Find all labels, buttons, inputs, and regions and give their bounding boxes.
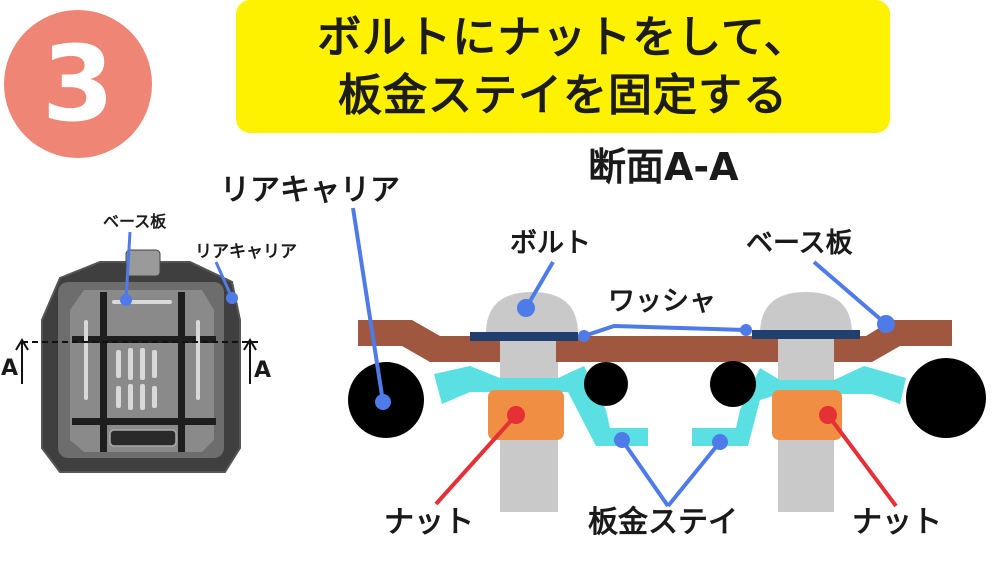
section-label: 断面A-A [588,145,739,189]
washer-left [470,332,578,341]
carrier-tube-inner-left [584,362,628,406]
title-line-1: ボルトにナットをして、 [317,11,809,63]
title-banner: ボルトにナットをして、 板金ステイを固定する [236,0,890,133]
red-leaders [434,413,898,508]
section-mark-left: A [1,356,19,381]
label-washer: ワッシャ [608,286,716,317]
blue-leaders [351,207,888,508]
label-nut-left: ナット [384,505,474,540]
washer-right [752,330,860,339]
title-line-2: 板金ステイを固定する [338,69,788,121]
photo-label-base-plate: ベース板 [103,212,167,231]
carrier-tube-outer-right [906,358,986,438]
nut-right [772,390,842,440]
sheet-metal-stay-section [434,366,906,446]
label-sheet-metal-stay: 板金ステイ [588,505,738,540]
step-number-badge: 3 [4,10,152,158]
label-nut-right: ナット [852,505,942,540]
label-bolt: ボルト [510,228,591,259]
step-number: 3 [41,23,115,145]
section-mark-right: A [254,358,272,383]
label-rear-carrier: リアキャリア [220,173,400,208]
base-plate-section [358,320,952,362]
carrier-tube-inner-right [710,361,756,407]
label-base-plate: ベース板 [746,228,853,259]
carrier-photo [15,231,262,473]
photo-label-rear-carrier: リアキャリア [195,242,297,262]
